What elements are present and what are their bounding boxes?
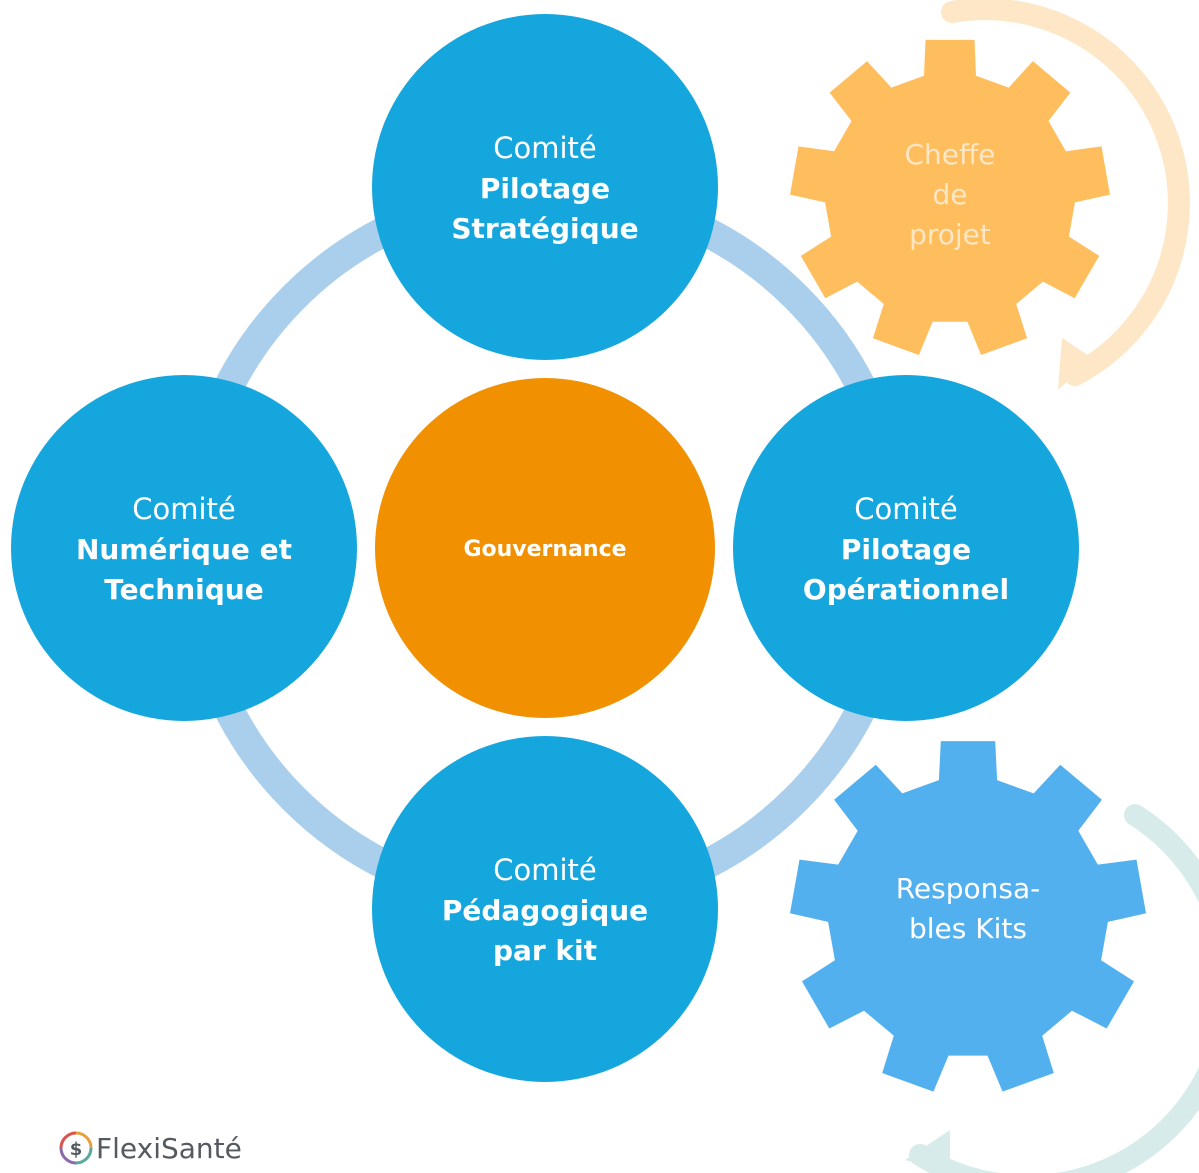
committee-bottom-line3: par kit (493, 934, 597, 967)
logo-text: FlexiSanté (96, 1131, 242, 1165)
committee-bottom-line2: Pédagogique (442, 894, 648, 927)
bottom-cycle-arrow (905, 804, 1199, 1173)
gear-top-line1: Cheffe (904, 138, 995, 171)
committee-right: Comité Pilotage Opérationnel (733, 375, 1079, 721)
center-governance: Gouvernance (375, 378, 715, 718)
gear-top-line2: de (933, 178, 968, 211)
committee-left-line2: Numérique et (76, 533, 292, 566)
committee-left: Comité Numérique et Technique (11, 375, 357, 721)
committee-top-line3: Stratégique (451, 212, 638, 245)
committee-right-line1: Comité (854, 492, 958, 526)
gear-top-line3: projet (909, 218, 991, 251)
gear-icon (790, 39, 1110, 356)
flexisante-logo-icon: $ (59, 1131, 93, 1165)
committee-top-line1: Comité (493, 131, 597, 165)
committee-top: Comité Pilotage Stratégique (372, 14, 718, 360)
committee-right-line3: Opérationnel (803, 573, 1009, 606)
svg-text:$: $ (70, 1139, 83, 1160)
gear-bottom-line1: Responsa- (896, 872, 1041, 905)
committee-left-line1: Comité (132, 492, 236, 526)
committee-bottom: Comité Pédagogique par kit (372, 736, 718, 1082)
committee-right-line2: Pilotage (841, 533, 971, 566)
committee-top-line2: Pilotage (480, 172, 610, 205)
gear-bottom-line2: bles Kits (909, 912, 1027, 945)
committee-left-line3: Technique (104, 573, 263, 606)
center-label: Gouvernance (463, 537, 626, 562)
gear-top: Cheffe de projet (790, 39, 1110, 356)
gear-icon (790, 741, 1146, 1092)
flexisante-logo: $ FlexiSanté (58, 1128, 242, 1168)
top-cycle-arrow (941, 0, 1190, 390)
committee-bottom-line1: Comité (493, 853, 597, 887)
gear-bottom: Responsa- bles Kits (790, 741, 1146, 1092)
